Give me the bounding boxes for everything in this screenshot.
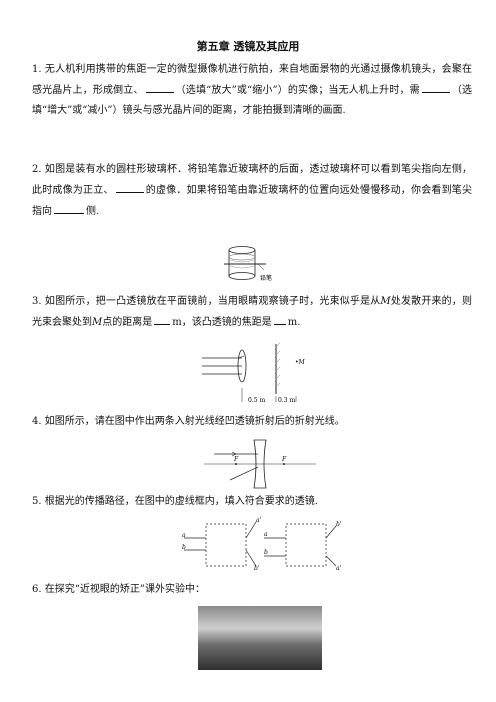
q3-point-m-2: M (92, 317, 103, 328)
q2-text-2: 的虚像．如果将铅笔由靠近玻璃杯的位置向远处慢慢移动，你会看到笔尖指向 (32, 185, 473, 217)
q3-text-3: 点的距离是 (102, 317, 153, 328)
q4-number: 4. (32, 416, 42, 427)
pencil-label: 铅笔 (260, 274, 272, 282)
q6-text-1: 在探究“近视眼的矫正”课外实验中： (44, 584, 205, 595)
q1-blank-2[interactable] (421, 80, 450, 93)
ray-a-label: a (182, 532, 186, 539)
concave-lens-figure: F F (200, 436, 320, 490)
q4-text-1: 如图所示，请在图中作出两条入射光线经凹透镜折射后的折射光线。 (44, 416, 345, 427)
q1-text-1: 无人机利用携带的焦距一定的微型摄像机进行航拍，来自地面景物的光通过摄像机镜头，会… (32, 64, 472, 96)
question-4: 4. 如图所示，请在图中作出两条入射光线经凹透镜折射后的折射光线。 (32, 412, 472, 432)
focus-left-label: F (233, 456, 239, 463)
q2-blank-1[interactable] (115, 180, 144, 193)
distance-0-5m-label: 0.5 m (248, 397, 265, 404)
q1-text-3: （选填“增大”或“减小”）镜头与感光晶片间的距离，才能拍摄到清晰的画面. (32, 85, 473, 116)
experiment-photo (198, 606, 322, 670)
distance-0-3m-label: 0.3 m (278, 397, 295, 404)
q3-blank-2[interactable] (273, 312, 286, 325)
q1-blank-1[interactable] (145, 80, 174, 93)
ray-b-prime-label: b' (254, 565, 260, 572)
question-5: 5. 根据光的传播路径，在图中的虚线框内，填入符合要求的透镜. (32, 492, 472, 512)
q3-text-4: m，该凸透镜的焦距是 (172, 317, 272, 328)
lens-boxes-figure: a b a' b' a b b' a' (176, 516, 346, 572)
ray-a-prime-right-label: a' (336, 565, 342, 572)
q3-point-m: M (380, 296, 391, 307)
q3-text-2: 处发散开来的，则光束会聚处到 (32, 296, 473, 328)
question-1: 1. 无人机利用携带的焦距一定的微型摄像机进行航拍，来自地面景物的光通过摄像机镜… (32, 60, 472, 121)
ray-b-prime-right-label: b' (336, 521, 342, 528)
q2-blank-2[interactable] (54, 201, 84, 214)
q2-text-1: 如图是装有水的圆柱形玻璃杯．将铅笔靠近玻璃杯的后面，透过玻璃杯可以看到笔尖指向左… (32, 164, 472, 196)
page-title: 第五章 透镜及其应用 (196, 40, 300, 53)
question-3: 3. 如图所示，把一凸透镜放在平面镜前，当用眼睛观察镜子时，光束似乎是从M处发散… (32, 292, 472, 333)
question-6: 6. 在探究“近视眼的矫正”课外实验中： (32, 580, 472, 600)
question-2: 2. 如图是装有水的圆柱形玻璃杯．将铅笔靠近玻璃杯的后面，透过玻璃杯可以看到笔尖… (32, 160, 472, 222)
ray-b-right-label: b (264, 549, 268, 556)
q3-text-5: m. (287, 317, 301, 328)
q3-blank-1[interactable] (154, 312, 171, 325)
q3-number: 3. (32, 296, 42, 307)
ray-a-prime-label: a' (256, 517, 262, 524)
q5-number: 5. (32, 496, 42, 507)
q2-number: 2. (32, 164, 42, 175)
q5-text-1: 根据光的传播路径，在图中的虚线框内，填入符合要求的透镜. (44, 496, 318, 507)
q6-number: 6. (32, 584, 42, 595)
point-m-label: •M (295, 359, 306, 366)
lens-mirror-figure: •M 0.5 m 0.3 m (196, 340, 316, 406)
ray-a-right-label: a (264, 531, 268, 538)
q3-text-1: 如图所示，把一凸透镜放在平面镜前，当用眼睛观察镜子时，光束似乎是从 (44, 296, 381, 307)
q1-text-2: （选填“放大”或“缩小”）的实像；当无人机上升时，需 (175, 85, 420, 96)
glass-cup-figure: 铅笔 (222, 244, 282, 286)
ray-b-label: b (182, 544, 186, 551)
q2-text-3: 侧. (86, 206, 100, 217)
focus-right-label: F (281, 456, 287, 463)
q1-number: 1. (32, 64, 42, 75)
